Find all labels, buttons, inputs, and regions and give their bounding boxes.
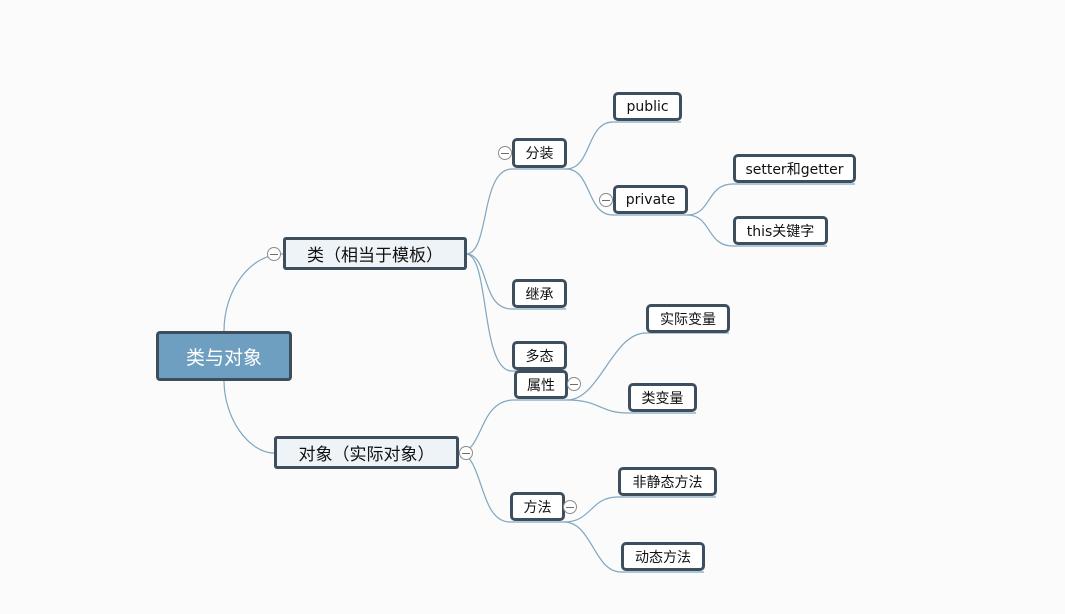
minus-circle-icon[interactable]: [498, 146, 512, 160]
link-private-this: [686, 214, 734, 247]
public-node[interactable]: public: [613, 92, 682, 121]
class-variable-label: 类变量: [641, 390, 684, 407]
root-label: 类与对象: [185, 346, 262, 369]
polymorphism-node[interactable]: 多态: [512, 341, 567, 370]
minus-circle-icon[interactable]: [267, 247, 281, 261]
minus-circle-icon[interactable]: [567, 377, 581, 391]
private-node[interactable]: private: [613, 185, 688, 214]
dynamic-method-label: 动态方法: [635, 549, 691, 566]
link-object-methods: [457, 452, 511, 523]
minus-circle-icon[interactable]: [459, 446, 473, 460]
methods-label: 方法: [523, 499, 552, 516]
class-node[interactable]: 类（相当于模板）: [283, 237, 467, 270]
methods-node[interactable]: 方法: [510, 492, 565, 521]
encapsulation-label: 分装: [525, 146, 554, 162]
class-variable-node[interactable]: 类变量: [628, 383, 697, 412]
link-methods-dynamic: [563, 521, 622, 573]
instance-variable-label: 实际变量: [660, 311, 716, 328]
this-keyword-node[interactable]: this关键字: [733, 216, 828, 245]
link-private-setter: [686, 183, 734, 216]
link-methods-nonstatic: [563, 496, 619, 523]
setter-getter-label: setter和getter: [745, 161, 844, 178]
link-root-class: [223, 253, 284, 332]
minus-circle-icon[interactable]: [599, 193, 613, 207]
attributes-node[interactable]: 属性: [514, 370, 568, 399]
public-label: public: [626, 98, 669, 115]
polymorphism-label: 多态: [525, 348, 554, 365]
non-static-method-node[interactable]: 非静态方法: [618, 467, 717, 496]
minus-circle-icon[interactable]: [563, 500, 577, 514]
inheritance-node[interactable]: 继承: [512, 279, 567, 308]
attributes-label: 属性: [527, 377, 555, 394]
link-class-inheritance: [465, 253, 513, 310]
link-encap-private: [565, 168, 614, 216]
link-class-polymorphism: [465, 253, 513, 372]
this-keyword-label: this关键字: [746, 223, 815, 240]
class-label: 类（相当于模板）: [307, 246, 443, 266]
link-encap-public: [565, 121, 614, 170]
link-class-encapsulation: [465, 168, 513, 255]
object-node[interactable]: 对象（实际对象）: [274, 436, 459, 469]
link-root-object: [223, 379, 275, 454]
instance-variable-node[interactable]: 实际变量: [646, 304, 730, 333]
link-attr-instance: [566, 332, 647, 401]
dynamic-method-node[interactable]: 动态方法: [621, 542, 705, 571]
inheritance-label: 继承: [525, 286, 554, 303]
private-label: private: [625, 191, 676, 208]
encapsulation-node[interactable]: 分装: [512, 138, 567, 168]
object-label: 对象（实际对象）: [298, 445, 435, 465]
link-attr-class: [566, 399, 629, 414]
root-node[interactable]: 类与对象: [156, 331, 292, 381]
non-static-method-label: 非静态方法: [632, 474, 703, 491]
setter-getter-node[interactable]: setter和getter: [733, 154, 856, 183]
